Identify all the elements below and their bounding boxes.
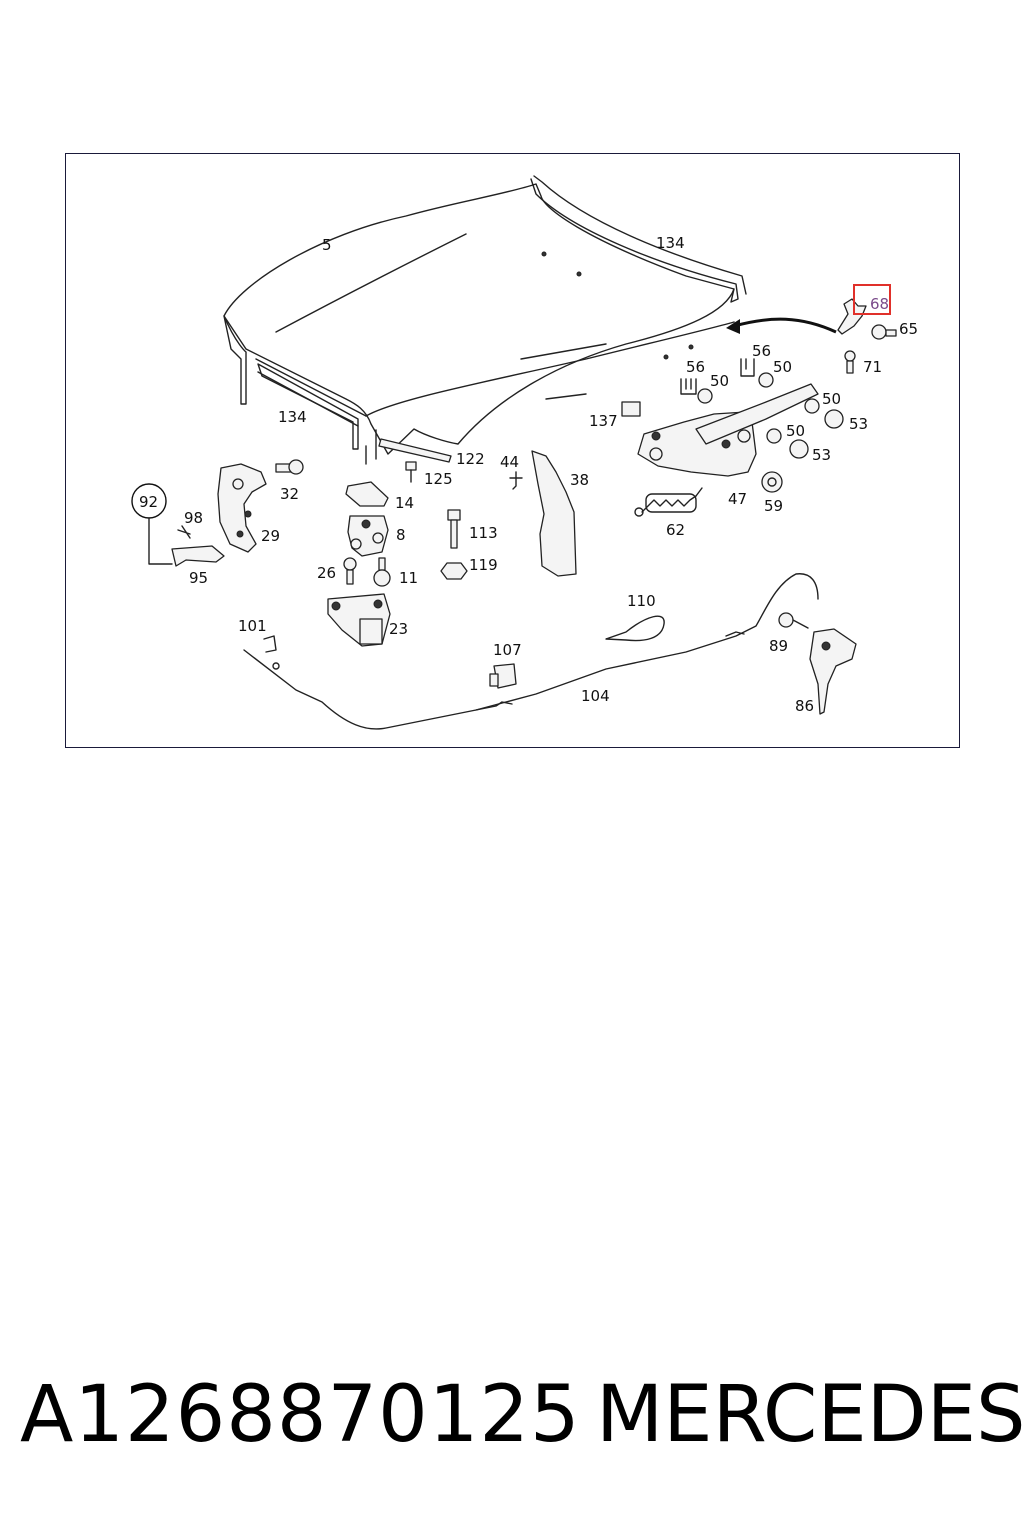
label-107: 107	[493, 641, 522, 659]
clip-56a-part	[680, 378, 697, 395]
label-53-lower: 53	[812, 446, 831, 464]
label-29: 29	[261, 527, 280, 545]
label-98: 98	[184, 509, 203, 527]
label-92: 92	[139, 493, 158, 511]
bolt-65-part	[871, 324, 897, 340]
latch-23-part	[327, 593, 391, 647]
label-5: 5	[322, 236, 332, 254]
cable-104-part	[243, 573, 819, 730]
label-53-upper: 53	[849, 415, 868, 433]
label-89: 89	[769, 637, 788, 655]
label-134-top: 134	[656, 234, 685, 252]
clip-107-part	[489, 663, 517, 689]
release-handle-86-part	[809, 628, 857, 715]
label-56-right: 56	[752, 342, 771, 360]
cap-53a-part	[824, 409, 844, 429]
reference-arrow	[733, 317, 837, 334]
label-50-d: 50	[786, 422, 805, 440]
label-44: 44	[500, 453, 519, 471]
label-50-c: 50	[822, 390, 841, 408]
label-122: 122	[456, 450, 485, 468]
bolt-113-part	[447, 509, 461, 549]
label-110: 110	[627, 592, 656, 610]
label-137: 137	[589, 412, 618, 430]
part-number-text: A1268870125	[20, 1370, 581, 1460]
label-134-front: 134	[278, 408, 307, 426]
reference-arrowhead	[726, 319, 740, 334]
label-119: 119	[469, 556, 498, 574]
label-50-b: 50	[773, 358, 792, 376]
bolt-32-part	[275, 459, 304, 475]
nut-50b-part	[758, 372, 774, 388]
label-56-left: 56	[686, 358, 705, 376]
label-59: 59	[764, 497, 783, 515]
group-92-marker	[131, 483, 173, 565]
bracket-68-part	[837, 298, 867, 335]
label-125: 125	[424, 470, 453, 488]
label-23: 23	[389, 620, 408, 638]
label-14: 14	[395, 494, 414, 512]
nut-50c-part	[804, 398, 820, 414]
hinge-47-part	[637, 383, 819, 477]
label-68: 68	[870, 295, 889, 313]
clip-98-part	[177, 525, 191, 539]
label-86: 86	[795, 697, 814, 715]
seal-14-part	[345, 481, 389, 507]
bracket-29-part	[217, 463, 267, 553]
label-65: 65	[899, 320, 918, 338]
clip-137-part	[621, 401, 641, 417]
label-47: 47	[728, 490, 747, 508]
nut-50d-part	[766, 428, 782, 444]
label-50-a: 50	[710, 372, 729, 390]
bolt-26-part	[343, 557, 357, 585]
label-95: 95	[189, 569, 208, 587]
label-11: 11	[399, 569, 418, 587]
parts-diagram-frame: 5 134 134 68 65 71 56 56 50 50 50 50 53 …	[65, 153, 960, 748]
clip-125-part	[405, 461, 417, 483]
label-26: 26	[317, 564, 336, 582]
highlight-box-68	[853, 284, 891, 315]
clip-101-part	[263, 635, 280, 670]
hood-panel	[223, 175, 747, 465]
strip-122-part	[378, 438, 452, 463]
label-113: 113	[469, 524, 498, 542]
screw-89-part	[778, 612, 809, 629]
bracket-95-part	[171, 545, 225, 567]
clip-56b-part	[740, 358, 755, 377]
label-32: 32	[280, 485, 299, 503]
clip-71-part	[844, 350, 856, 374]
lock-8-part	[347, 515, 389, 557]
label-104: 104	[581, 687, 610, 705]
cover-38-part	[531, 450, 577, 577]
cable-tie-110-part	[605, 615, 665, 642]
spring-62-part	[634, 487, 703, 517]
nut-50a-part	[697, 388, 713, 404]
brand-text: MERCEDES	[596, 1370, 1024, 1460]
parts-diagram: 5 134 134 68 65 71 56 56 50 50 50 50 53 …	[131, 175, 918, 730]
nut-59-part	[761, 471, 783, 493]
label-8: 8	[396, 526, 406, 544]
clip-44-part	[509, 471, 523, 490]
nut-11-part	[373, 557, 391, 587]
nut-119-part	[440, 562, 468, 580]
label-38: 38	[570, 471, 589, 489]
label-71: 71	[863, 358, 882, 376]
cap-53b-part	[789, 439, 809, 459]
label-62: 62	[666, 521, 685, 539]
label-101: 101	[238, 617, 267, 635]
